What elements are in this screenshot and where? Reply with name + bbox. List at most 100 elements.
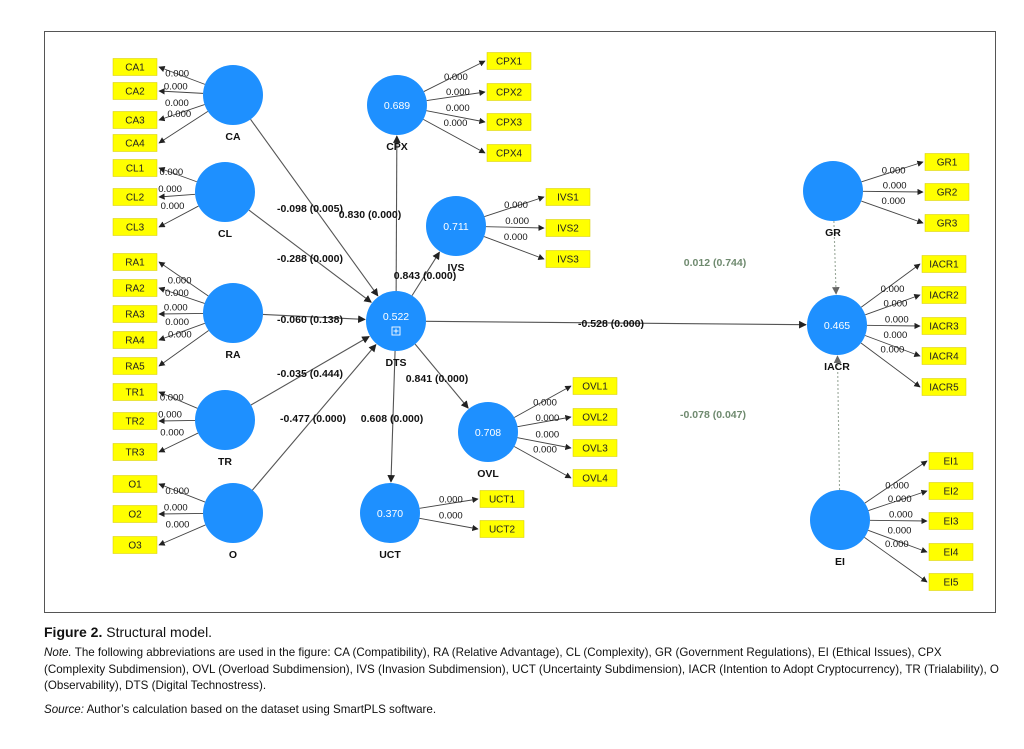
figure-caption-title: Figure 2. Structural model. bbox=[44, 624, 1004, 640]
indicator-label-cpx1: CPX1 bbox=[496, 57, 523, 68]
indicator-box-ca4[interactable] bbox=[112, 134, 158, 152]
indicator-box-uct1[interactable] bbox=[479, 490, 525, 508]
loading-value-ovl3: 0.000 bbox=[535, 430, 559, 441]
indicator-box-ca1[interactable] bbox=[112, 58, 158, 76]
construct-label-cpx: CPX bbox=[386, 141, 408, 153]
construct-node-ca[interactable] bbox=[203, 65, 263, 125]
indicator-box-ei1[interactable] bbox=[928, 452, 974, 470]
loading-value-uct1: 0.000 bbox=[439, 495, 463, 506]
indicator-box-ivs1[interactable] bbox=[545, 188, 591, 206]
indicator-box-ra3[interactable] bbox=[112, 305, 158, 323]
loading-value-ca4: 0.000 bbox=[167, 109, 191, 120]
path-arrow-o-to-dts bbox=[251, 344, 377, 491]
loading-value-iacr5: 0.000 bbox=[881, 344, 905, 355]
indicator-box-ra1[interactable] bbox=[112, 253, 158, 271]
loading-arrow-iacr4 bbox=[864, 335, 921, 357]
indicator-label-ra4: RA4 bbox=[125, 336, 145, 347]
indicator-box-ei3[interactable] bbox=[928, 512, 974, 530]
loading-value-ei1: 0.000 bbox=[885, 480, 909, 491]
indicator-box-ca3[interactable] bbox=[112, 111, 158, 129]
indicator-box-ra5[interactable] bbox=[112, 357, 158, 375]
figure-source: Source: Author’s calculation based on th… bbox=[44, 703, 1004, 716]
construct-node-iacr[interactable] bbox=[807, 295, 867, 355]
indicator-box-uct2[interactable] bbox=[479, 520, 525, 538]
indicator-box-gr3[interactable] bbox=[924, 214, 970, 232]
loading-arrow-uct1 bbox=[419, 496, 479, 509]
indicator-box-gr2[interactable] bbox=[924, 183, 970, 201]
indicator-box-o2[interactable] bbox=[112, 505, 158, 523]
indicator-box-ovl4[interactable] bbox=[572, 469, 618, 487]
construct-node-o[interactable] bbox=[203, 483, 263, 543]
loading-value-uct2: 0.000 bbox=[439, 510, 463, 521]
indicator-box-iacr1[interactable] bbox=[921, 255, 967, 273]
loading-arrow-cl3 bbox=[158, 205, 199, 228]
construct-label-o: O bbox=[229, 549, 237, 561]
indicator-box-tr3[interactable] bbox=[112, 443, 158, 461]
indicator-label-gr1: GR1 bbox=[937, 158, 958, 169]
construct-node-ovl[interactable] bbox=[458, 402, 518, 462]
loading-value-ca3: 0.000 bbox=[165, 98, 189, 109]
indicator-box-tr1[interactable] bbox=[112, 383, 158, 401]
indicator-box-ei2[interactable] bbox=[928, 482, 974, 500]
indicator-box-cpx2[interactable] bbox=[486, 83, 532, 101]
indicator-label-ca2: CA2 bbox=[125, 87, 145, 98]
path-coefficient-cl-dts: -0.288 (0.000) bbox=[277, 253, 343, 265]
indicator-label-uct1: UCT1 bbox=[489, 495, 516, 506]
indicator-box-cpx1[interactable] bbox=[486, 52, 532, 70]
indicator-box-ovl1[interactable] bbox=[572, 377, 618, 395]
loading-arrow-tr1 bbox=[158, 391, 198, 409]
r-squared-ovl: 0.708 bbox=[475, 427, 501, 439]
indicator-label-iacr4: IACR4 bbox=[929, 352, 959, 363]
indicator-box-cl3[interactable] bbox=[112, 218, 158, 236]
construct-label-ovl: OVL bbox=[477, 468, 499, 480]
indicator-box-iacr4[interactable] bbox=[921, 347, 967, 365]
construct-label-gr: GR bbox=[825, 227, 841, 239]
indicator-label-ei3: EI3 bbox=[943, 517, 958, 528]
indicator-box-ivs3[interactable] bbox=[545, 250, 591, 268]
source-label: Source: bbox=[44, 703, 84, 716]
indicator-box-ivs2[interactable] bbox=[545, 219, 591, 237]
construct-node-gr[interactable] bbox=[803, 161, 863, 221]
indicator-box-cl1[interactable] bbox=[112, 159, 158, 177]
indicator-box-iacr3[interactable] bbox=[921, 317, 967, 335]
construct-label-cl: CL bbox=[218, 228, 233, 240]
indicator-label-o2: O2 bbox=[128, 510, 142, 521]
path-coefficient-dts-cpx: 0.830 (0.000) bbox=[339, 209, 401, 221]
indicator-box-ei5[interactable] bbox=[928, 573, 974, 591]
indicator-label-ei4: EI4 bbox=[943, 548, 958, 559]
indicator-box-o1[interactable] bbox=[112, 475, 158, 493]
construct-node-tr[interactable] bbox=[195, 390, 255, 450]
loading-value-ra4: 0.000 bbox=[165, 317, 189, 328]
construct-node-dts[interactable] bbox=[366, 291, 426, 351]
construct-node-cpx[interactable] bbox=[367, 75, 427, 135]
indicator-label-ra2: RA2 bbox=[125, 284, 145, 295]
indicator-box-ovl3[interactable] bbox=[572, 439, 618, 457]
construct-label-ca: CA bbox=[225, 131, 241, 143]
indicator-box-cpx3[interactable] bbox=[486, 113, 532, 131]
indicator-box-ei4[interactable] bbox=[928, 543, 974, 561]
loading-arrow-cpx3 bbox=[426, 110, 486, 125]
loading-arrow-cpx4 bbox=[423, 118, 486, 154]
path-coefficient-dts-iacr: -0.528 (0.000) bbox=[578, 318, 644, 330]
indicator-box-o3[interactable] bbox=[112, 536, 158, 554]
indicator-box-cpx4[interactable] bbox=[486, 144, 532, 162]
construct-node-ivs[interactable] bbox=[426, 196, 486, 256]
indicator-box-ovl2[interactable] bbox=[572, 408, 618, 426]
indicator-box-ca2[interactable] bbox=[112, 82, 158, 100]
path-coefficient-ca-dts: -0.098 (0.005) bbox=[277, 203, 343, 215]
expand-icon[interactable] bbox=[391, 326, 401, 336]
loading-arrow-ei2 bbox=[868, 489, 928, 511]
indicator-box-iacr2[interactable] bbox=[921, 286, 967, 304]
construct-node-ei[interactable] bbox=[810, 490, 870, 550]
indicator-box-tr2[interactable] bbox=[112, 412, 158, 430]
indicator-box-ra4[interactable] bbox=[112, 331, 158, 349]
construct-node-ra[interactable] bbox=[203, 283, 263, 343]
indicator-box-cl2[interactable] bbox=[112, 188, 158, 206]
indicator-box-ra2[interactable] bbox=[112, 279, 158, 297]
construct-node-uct[interactable] bbox=[360, 483, 420, 543]
indicator-box-iacr5[interactable] bbox=[921, 378, 967, 396]
loading-value-ra2: 0.000 bbox=[165, 288, 189, 299]
construct-node-cl[interactable] bbox=[195, 162, 255, 222]
indicator-box-gr1[interactable] bbox=[924, 153, 970, 171]
path-arrow-dts-to-uct bbox=[387, 350, 396, 483]
